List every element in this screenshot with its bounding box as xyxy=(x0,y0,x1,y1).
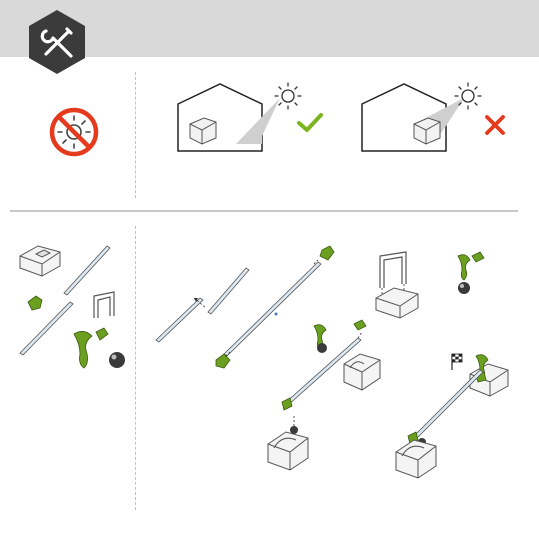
check-icon xyxy=(296,112,324,134)
step-bracket-on-stand xyxy=(372,248,424,320)
checkered-flag-icon xyxy=(452,354,462,370)
parts-overview xyxy=(14,236,132,376)
cross-icon xyxy=(483,113,507,137)
base-stand-part xyxy=(20,246,60,276)
bracket-part xyxy=(94,292,114,318)
assembly-divider xyxy=(135,226,136,510)
no-direct-sunlight-icon xyxy=(46,104,102,160)
storage-divider xyxy=(135,72,136,198)
tools-icon xyxy=(27,9,87,75)
step-y-piece-ball xyxy=(452,250,486,296)
ball-part xyxy=(109,352,125,368)
section-divider xyxy=(10,210,518,212)
connector-part xyxy=(28,296,42,310)
step-mount-on-stand xyxy=(262,318,392,476)
step-final-assembly xyxy=(392,348,518,480)
y-piece-part xyxy=(74,328,108,368)
